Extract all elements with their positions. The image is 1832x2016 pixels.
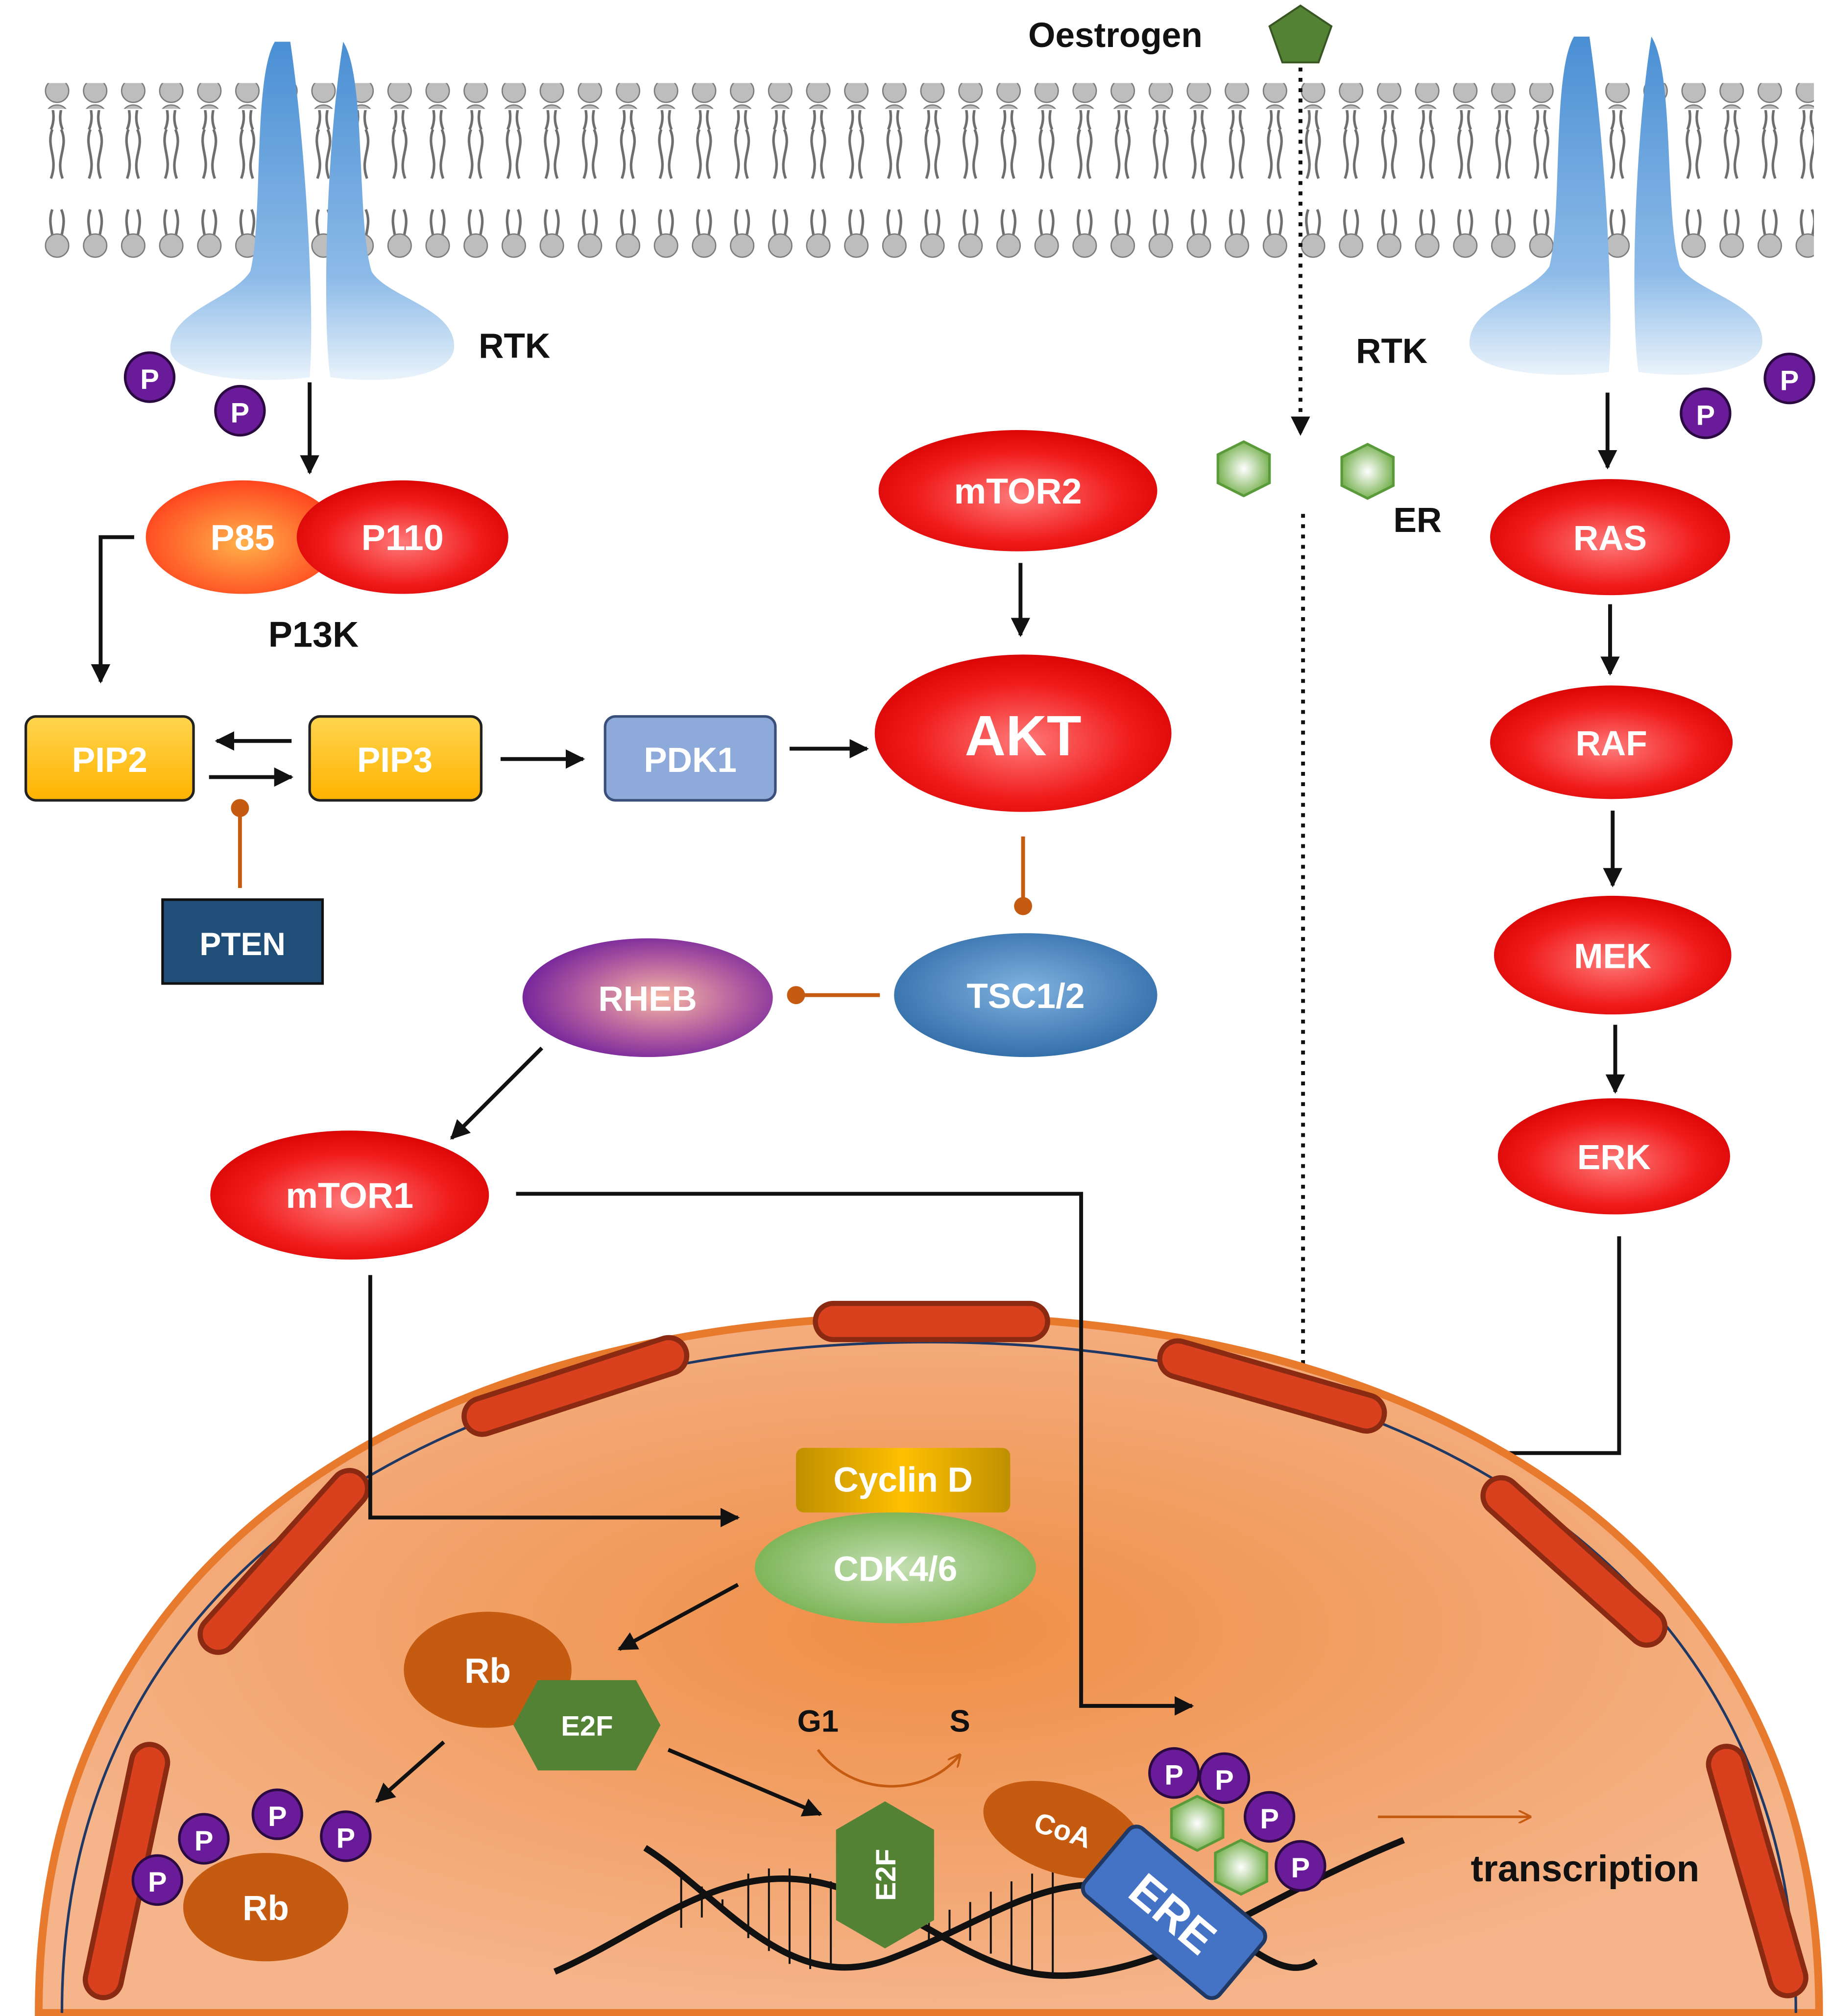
svg-text:CDK4/6: CDK4/6 — [833, 1550, 957, 1588]
svg-text:TSC1/2: TSC1/2 — [966, 977, 1085, 1016]
ras-node: RAS — [1490, 479, 1730, 596]
phospho-group: P — [1243, 1791, 1296, 1843]
svg-text:ERK: ERK — [1577, 1138, 1651, 1177]
svg-text:P: P — [231, 397, 250, 429]
svg-text:E2F: E2F — [870, 1849, 902, 1901]
rb-phosphorylation-arrow — [375, 1740, 445, 1803]
er-hexagon-icon — [1214, 1838, 1269, 1896]
er-hexagon-icon — [1170, 1795, 1225, 1852]
inhibition-end — [787, 986, 805, 1005]
phospho-group: P — [131, 1854, 183, 1906]
svg-text:RAS: RAS — [1573, 519, 1647, 558]
svg-text:PDK1: PDK1 — [644, 741, 737, 780]
coa-node: CoA — [983, 1780, 1143, 1879]
svg-text:MEK: MEK — [1574, 937, 1651, 976]
svg-text:mTOR1: mTOR1 — [286, 1175, 413, 1216]
svg-text:mTOR2: mTOR2 — [954, 471, 1082, 511]
rheb-node: RHEB — [522, 938, 773, 1057]
er-label: ER — [1394, 501, 1442, 540]
phospho-group: P — [1275, 1840, 1326, 1892]
rtk-right-label: RTK — [1356, 332, 1427, 371]
svg-text:P85: P85 — [211, 517, 275, 558]
phospho-group: P — [214, 384, 266, 437]
svg-text:P: P — [268, 1801, 287, 1832]
p85-node: P85 — [145, 480, 339, 594]
rtk-receptor-left — [170, 42, 455, 380]
p110-node: P110 — [296, 480, 508, 594]
svg-text:P: P — [1291, 1852, 1310, 1884]
transcription-label: transcription — [1471, 1848, 1700, 1890]
akt-node: AKT — [874, 654, 1172, 812]
svg-text:P: P — [148, 1867, 167, 1898]
e2f-node: E2F — [513, 1680, 661, 1771]
pip2-node: PIP2 — [24, 715, 195, 802]
rheb-to-mtor1-arrow — [450, 1046, 543, 1140]
svg-text:P110: P110 — [362, 517, 444, 558]
svg-text:P: P — [140, 364, 159, 395]
svg-text:P: P — [194, 1825, 214, 1857]
phospho-group: P — [251, 1788, 303, 1840]
tsc-node: TSC1/2 — [894, 933, 1157, 1057]
oestrogen-label: Oestrogen — [1028, 16, 1203, 55]
g1-label: G1 — [797, 1704, 839, 1739]
cyclin-d-node: Cyclin D — [796, 1448, 1011, 1512]
phospho-group: P — [1763, 353, 1815, 405]
e2f-dna-node: E2F — [836, 1801, 934, 1949]
mtor2-node: mTOR2 — [878, 430, 1157, 552]
s-label: S — [949, 1704, 970, 1739]
erk-node: ERK — [1497, 1098, 1730, 1215]
pi3k-label: P13K — [268, 614, 359, 655]
phospho-group: P — [1198, 1752, 1251, 1804]
mek-node: MEK — [1494, 895, 1732, 1015]
phospho-group: P — [1148, 1747, 1200, 1799]
mtor1-node: mTOR1 — [210, 1130, 489, 1260]
er-hexagon-icon — [1216, 440, 1271, 498]
svg-text:P: P — [1260, 1803, 1279, 1835]
svg-text:P: P — [1780, 365, 1799, 396]
svg-text:Rb: Rb — [464, 1652, 511, 1690]
svg-text:P: P — [1215, 1765, 1234, 1796]
cdk-to-rb-arrow — [617, 1583, 739, 1651]
mtor1-to-cyclin-arrow — [368, 1275, 740, 1528]
svg-text:Rb: Rb — [242, 1889, 289, 1928]
pdk1-node: PDK1 — [603, 715, 777, 802]
phospho-group: P — [320, 1810, 372, 1862]
raf-node: RAF — [1490, 685, 1733, 799]
nuclear-pores — [82, 1300, 1808, 2000]
er-hexagon-icon — [1340, 443, 1395, 500]
svg-text:P: P — [1164, 1760, 1183, 1791]
inhibition-end — [1014, 897, 1033, 915]
svg-text:Cyclin D: Cyclin D — [833, 1461, 973, 1500]
pi3k-to-pip2-arrow — [91, 535, 134, 684]
e2f-release-arrow — [667, 1748, 822, 1817]
svg-text:PIP2: PIP2 — [72, 741, 147, 780]
svg-text:E2F: E2F — [561, 1710, 613, 1742]
svg-text:P: P — [337, 1823, 356, 1854]
rtk-receptor-right — [1469, 36, 1762, 375]
rb-phosphorylated-node: Rb — [183, 1853, 349, 1962]
phospho-group: P — [1680, 387, 1732, 439]
svg-text:PIP3: PIP3 — [357, 741, 433, 780]
inhibition-end — [231, 799, 249, 817]
pip3-node: PIP3 — [308, 715, 483, 802]
rtk-left-label: RTK — [479, 327, 550, 366]
g1-to-s-arrow — [817, 1749, 960, 1788]
mtor1-to-ere-arrow — [516, 1192, 1194, 1716]
svg-text:P: P — [1696, 400, 1715, 432]
cdk46-node: CDK4/6 — [754, 1512, 1036, 1624]
svg-text:PTEN: PTEN — [199, 926, 286, 962]
svg-text:RHEB: RHEB — [598, 980, 697, 1018]
phospho-group: P — [178, 1813, 230, 1865]
oestrogen-pentagon-icon — [1268, 4, 1333, 64]
phospho-group: P — [123, 351, 176, 403]
svg-text:AKT: AKT — [965, 704, 1082, 768]
pten-node: PTEN — [161, 898, 324, 985]
svg-text:RAF: RAF — [1576, 724, 1647, 763]
